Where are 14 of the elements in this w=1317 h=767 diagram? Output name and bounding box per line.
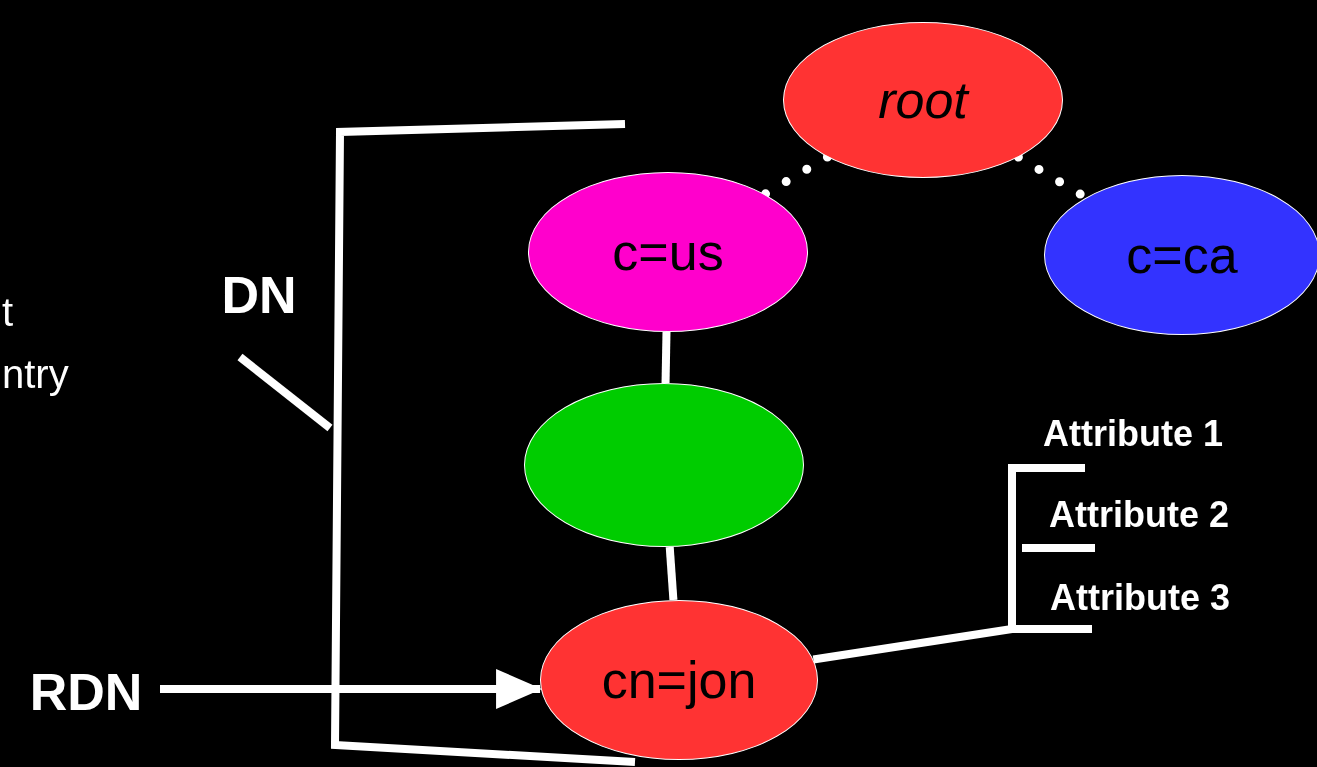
connector-line	[665, 546, 678, 601]
leader-line	[237, 353, 333, 432]
cut-text: ntry	[2, 352, 69, 397]
connector-line	[661, 331, 671, 384]
attribute-label: Attribute 2	[1049, 494, 1229, 536]
cut-text: t	[2, 290, 14, 335]
node-text: root	[878, 70, 968, 130]
attribute-label: Attribute 3	[1050, 577, 1230, 619]
node-label: RDN	[18, 662, 154, 722]
node-text: c=us	[612, 222, 724, 282]
node-label: DN	[213, 262, 305, 328]
attribute-label: Attribute 1	[1043, 413, 1223, 455]
node-text: cn=jon	[601, 650, 757, 710]
node-text: c=ca	[1126, 225, 1238, 285]
